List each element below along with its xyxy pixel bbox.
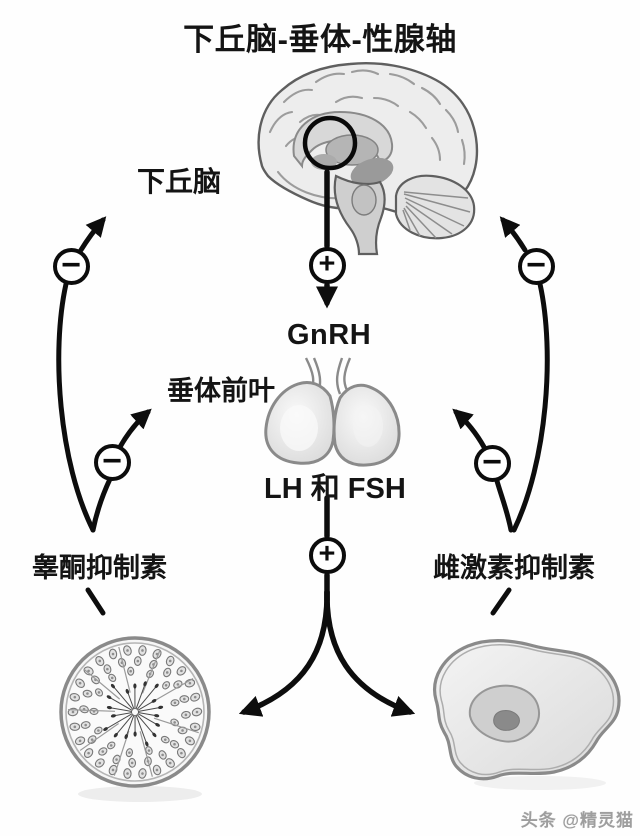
testis-connector-line bbox=[85, 587, 106, 616]
minus-sign-left-outer: − bbox=[52, 247, 90, 285]
right-inner-feedback-arrow bbox=[452, 408, 487, 450]
midbrain bbox=[350, 157, 394, 187]
cerebellum-folia bbox=[402, 191, 471, 239]
testis-cells bbox=[67, 645, 203, 779]
ovary-connector-line bbox=[490, 587, 512, 616]
anterior-pituitary-label: 垂体前叶 bbox=[167, 376, 275, 406]
ovary-membrane-inner bbox=[439, 644, 615, 776]
cerebellum bbox=[394, 174, 476, 240]
left-outer-feedback-lower bbox=[56, 281, 96, 533]
pituitary-sheen-2 bbox=[353, 405, 383, 447]
lh-fsh-label: LH 和 FSH bbox=[264, 473, 406, 505]
feedback-arrows bbox=[56, 216, 550, 616]
split-to-testis-arrow bbox=[238, 589, 330, 717]
plus-sign-gonads: + bbox=[308, 536, 346, 574]
right-outer-feedback-arrow bbox=[499, 216, 528, 253]
pituitary-illustration bbox=[264, 357, 401, 467]
estrogen-inhibin-label: 雌激素抑制素 bbox=[433, 553, 595, 583]
minus-sign-right-outer: − bbox=[517, 247, 555, 285]
watermark: 头条 @精灵猫 bbox=[520, 811, 634, 830]
testis-shadow bbox=[78, 786, 202, 802]
axis-arrows bbox=[238, 169, 416, 717]
left-outer-feedback-arrow bbox=[78, 216, 107, 253]
hypothalamus-highlight-circle bbox=[302, 115, 358, 171]
minus-sign-right-inner: − bbox=[473, 444, 511, 482]
pituitary-sheen bbox=[280, 405, 318, 451]
right-inner-feedback-lower bbox=[494, 478, 514, 533]
ovary-shadow bbox=[474, 776, 606, 790]
ovary-nucleus bbox=[493, 710, 520, 731]
split-to-ovary-arrow bbox=[324, 589, 416, 717]
testis-inner-ring bbox=[65, 642, 205, 782]
pons bbox=[351, 184, 377, 216]
diagram-title: 下丘脑-垂体-性腺轴 bbox=[183, 22, 457, 57]
left-inner-feedback-lower bbox=[90, 476, 113, 533]
brain-illustration bbox=[257, 61, 479, 256]
testis-illustration bbox=[59, 636, 211, 802]
plus-sign-gnrh: + bbox=[308, 246, 346, 284]
gnrh-label: GnRH bbox=[287, 319, 372, 351]
ovary-illustration bbox=[433, 639, 621, 790]
left-inner-feedback-arrow bbox=[117, 408, 152, 450]
hypothalamus-label: 下丘脑 bbox=[137, 166, 222, 197]
testosterone-inhibin-label: 睾酮抑制素 bbox=[32, 553, 167, 583]
right-outer-feedback-lower bbox=[511, 281, 550, 533]
minus-sign-left-inner: − bbox=[93, 443, 131, 481]
